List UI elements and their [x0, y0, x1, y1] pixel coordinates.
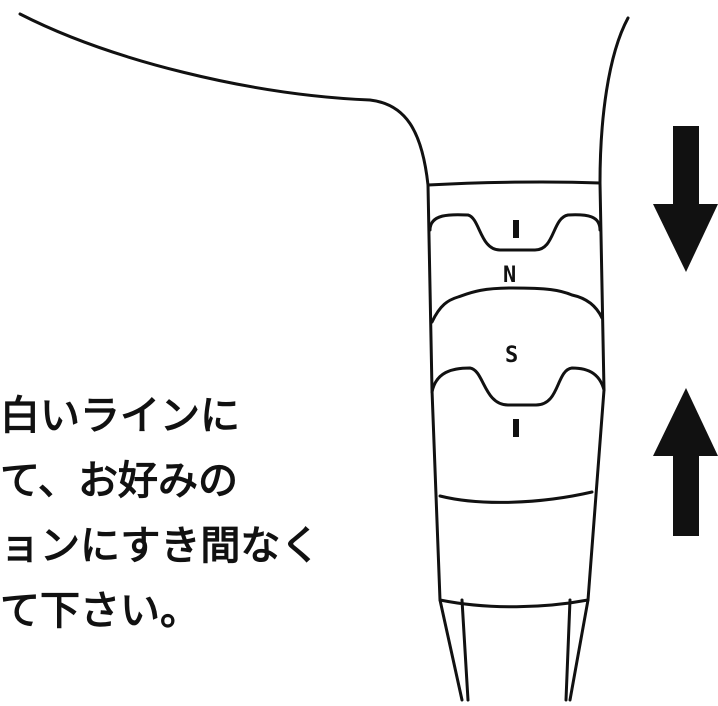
figure-outline: [18, 12, 630, 702]
sleeve-bottom-line: [438, 598, 590, 609]
arrow-down-icon: [653, 126, 718, 272]
inner-arm-outline: [568, 16, 630, 702]
middle-strip: [430, 286, 604, 324]
upper-strip: [428, 213, 602, 252]
upper-tick: [513, 220, 519, 238]
instruction-line: ョンにすき間なく: [0, 523, 321, 569]
lower-arm-left: [460, 598, 470, 702]
instruction-line: て、お好みの: [0, 458, 238, 504]
arrow-up-icon: [653, 388, 718, 536]
lower-strip: [430, 366, 606, 407]
instruction-line: 白いラインに: [0, 393, 240, 439]
lower-tick: [513, 419, 519, 437]
instruction-text: 白いラインに て、お好みの ョンにすき間なく て下さい。: [0, 384, 400, 644]
band-top-line: [426, 180, 602, 187]
shoulder-outline: [18, 12, 464, 702]
band-bottom-line: [438, 490, 594, 504]
lower-arm-right: [564, 598, 572, 702]
south-marker: S: [505, 343, 518, 368]
north-marker: N: [503, 263, 516, 288]
instruction-line: て下さい。: [0, 588, 200, 634]
